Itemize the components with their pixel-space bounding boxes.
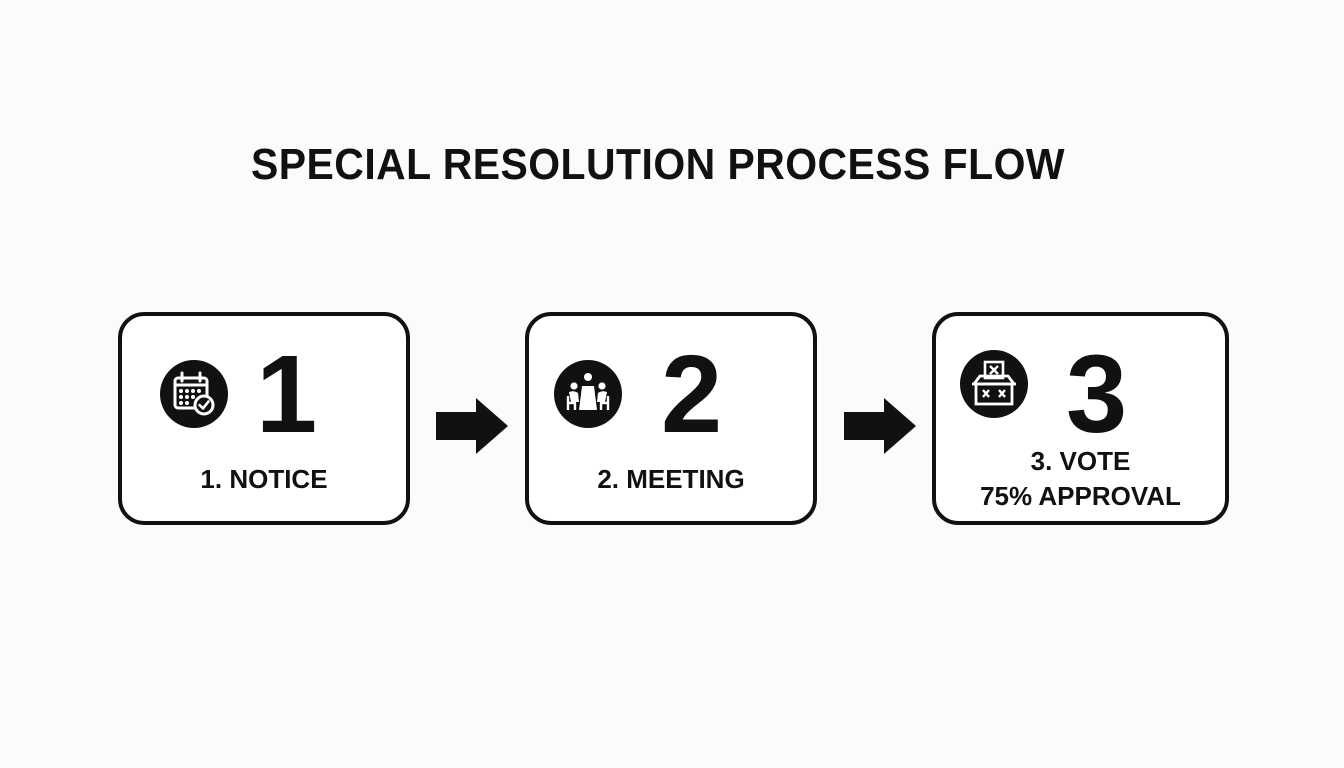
arrow-right-icon bbox=[436, 398, 508, 454]
step-label: 1. NOTICE bbox=[200, 464, 328, 494]
step-number: 1 bbox=[256, 333, 318, 456]
step-card-meeting: 2 2. MEETING bbox=[525, 312, 817, 525]
step-sublabel: 75% APPROVAL bbox=[980, 481, 1181, 511]
calendar-check-icon bbox=[160, 360, 228, 428]
ballot-box-icon bbox=[960, 350, 1028, 418]
step-card-notice: 1 1. NOTICE bbox=[118, 312, 410, 525]
meeting-table-icon bbox=[554, 360, 622, 428]
step-card-vote: 3 3. VOTE 75% APPROVAL bbox=[932, 312, 1229, 525]
step-label: 2. MEETING bbox=[597, 464, 745, 494]
step-number: 3 bbox=[1066, 333, 1128, 456]
step-number: 2 bbox=[661, 333, 723, 456]
page-title: SPECIAL RESOLUTION PROCESS FLOW bbox=[251, 140, 1065, 189]
arrow-right-icon bbox=[844, 398, 916, 454]
step-label: 3. VOTE bbox=[1030, 446, 1131, 476]
